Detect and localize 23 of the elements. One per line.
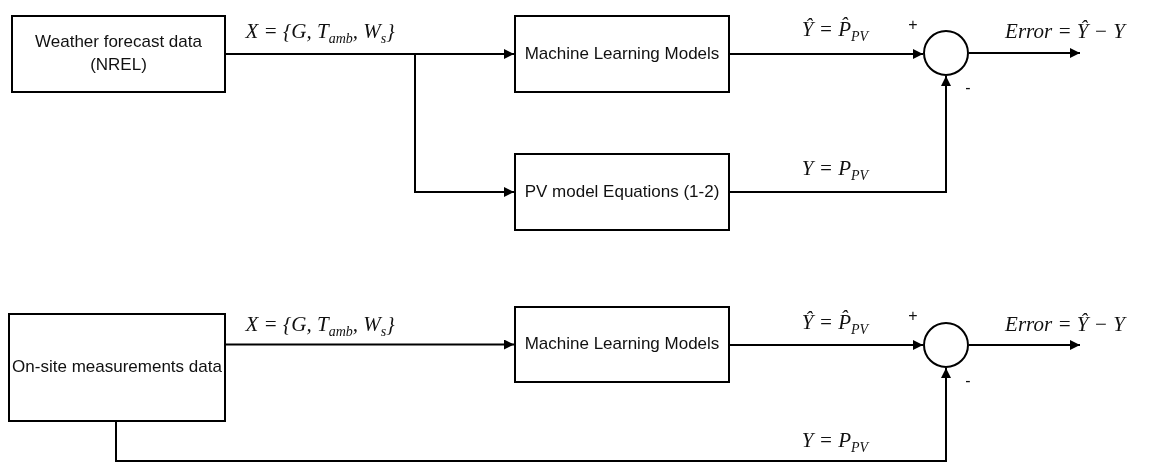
sign-label: - <box>965 79 971 97</box>
box-label: On-site measurements data <box>12 356 222 379</box>
sign-label: + <box>908 307 918 325</box>
box-label: PV model Equations (1-2) <box>524 180 720 203</box>
process-box <box>11 15 226 93</box>
box-label: Machine Learning Models <box>524 42 720 65</box>
arrow <box>729 340 924 350</box>
process-box <box>8 313 226 422</box>
summing-junction <box>923 322 969 368</box>
arrow <box>968 48 1081 58</box>
arrow <box>729 75 951 193</box>
process-box <box>514 153 730 231</box>
box-label: Weather forecast data (NREL) <box>34 31 203 76</box>
sign-label: + <box>908 16 918 34</box>
arrow <box>968 340 1081 350</box>
process-box <box>514 15 730 93</box>
arrow <box>115 367 951 462</box>
arrow <box>729 49 924 59</box>
arrow <box>225 339 515 350</box>
process-box <box>514 306 730 383</box>
summing-junction <box>923 30 969 76</box>
sign-label: - <box>965 372 971 390</box>
box-label: Machine Learning Models <box>524 333 720 356</box>
